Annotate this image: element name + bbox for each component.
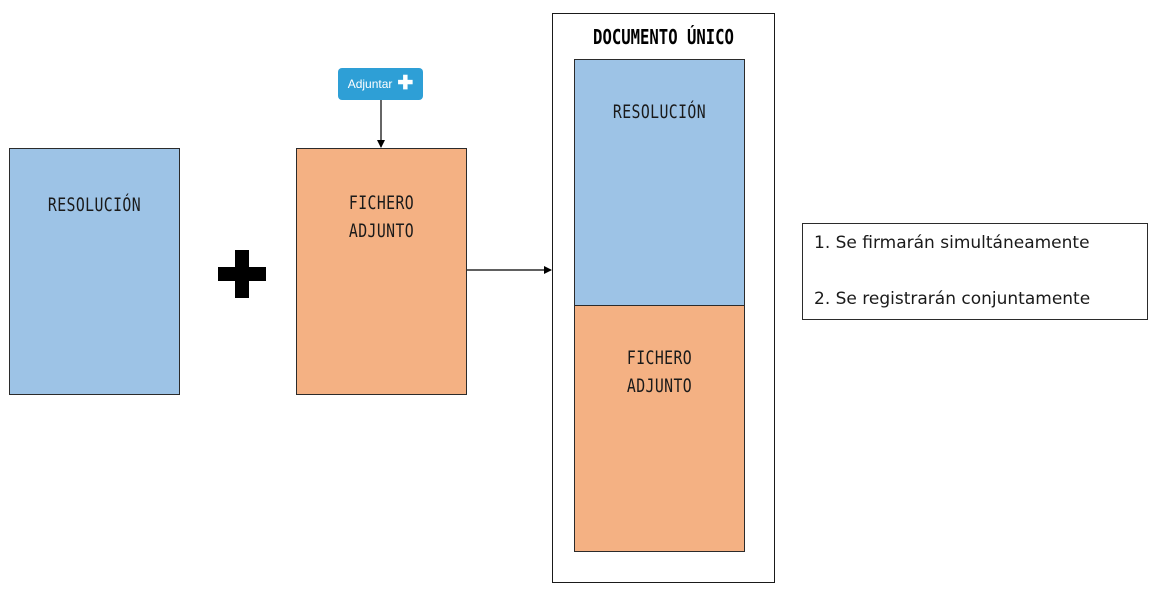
adjuntar-label: Adjuntar — [347, 77, 393, 91]
resolucion-box: RESOLUCIÓN — [9, 148, 180, 395]
documento-fichero-label: FICHERO ADJUNTO — [594, 344, 726, 400]
fichero-adjunto-label: FICHERO ADJUNTO — [316, 189, 448, 245]
fichero-label-line2: ADJUNTO — [348, 220, 415, 242]
documento-unico-title: DOCUMENTO ÚNICO — [593, 25, 734, 49]
fichero-adjunto-box: FICHERO ADJUNTO — [296, 148, 467, 395]
documento-resolucion-label: RESOLUCIÓN — [612, 101, 707, 123]
documento-unico-container: DOCUMENTO ÚNICO RESOLUCIÓN FICHERO ADJUN… — [552, 13, 775, 583]
fichero-label-line1: FICHERO — [348, 192, 415, 214]
note-firmaran: 1. Se firmarán simultáneamente — [814, 233, 1090, 253]
plus-icon: ✚ — [397, 72, 414, 94]
notes-box: 1. Se firmarán simultáneamente 2. Se reg… — [802, 223, 1148, 320]
documento-resolucion-box: RESOLUCIÓN — [574, 59, 745, 306]
adjuntar-button[interactable]: Adjuntar ✚ — [338, 68, 423, 100]
note-registraran: 2. Se registrarán conjuntamente — [814, 289, 1091, 309]
documento-fichero-line2: ADJUNTO — [626, 375, 693, 397]
resolucion-label: RESOLUCIÓN — [47, 194, 142, 216]
documento-fichero-box: FICHERO ADJUNTO — [574, 305, 745, 552]
documento-fichero-line1: FICHERO — [626, 347, 693, 369]
